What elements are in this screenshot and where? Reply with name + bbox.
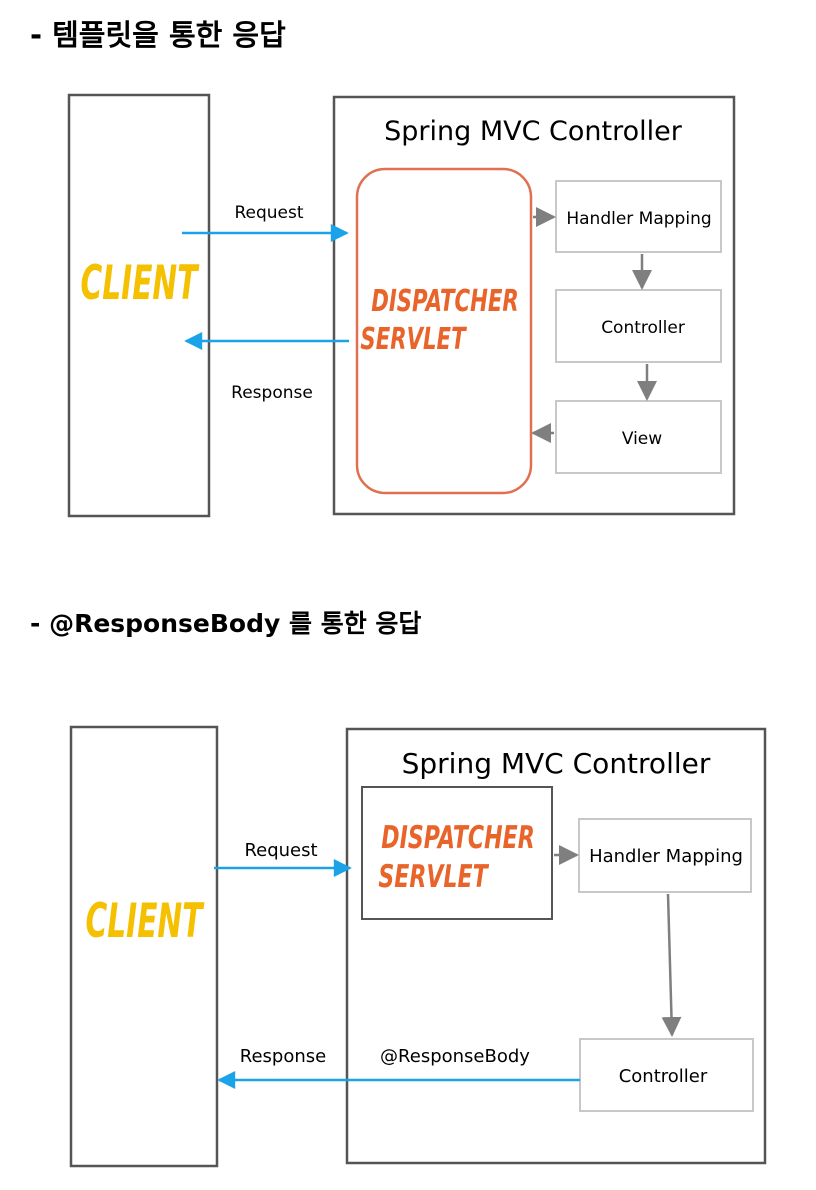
handler-mapping-box <box>578 818 752 893</box>
client-label: CLIENT <box>81 256 200 311</box>
heading-responsebody-response: - @ResponseBody 를 통한 응답 <box>30 609 422 638</box>
controller-box <box>579 1038 754 1112</box>
heading-template-response: - 템플릿을 통한 응답 <box>30 18 286 52</box>
view-box <box>555 400 722 474</box>
client-box <box>67 93 211 518</box>
controller-box <box>555 289 722 363</box>
request-label: Request <box>234 203 303 223</box>
dispatcher-label-line2: SERVLET <box>360 322 467 357</box>
handler-to-controller-arrow <box>661 893 682 1037</box>
client-box <box>69 725 219 1168</box>
dispatcher-label-line2: SERVLET <box>378 859 489 895</box>
response-label: Response <box>240 1046 326 1067</box>
handler-mapping-box <box>555 180 722 253</box>
dispatcher-label-line1: DISPATCHER <box>371 284 519 319</box>
dispatcher-servlet-box <box>355 167 533 495</box>
container-title: Spring MVC Controller <box>384 116 683 147</box>
request-label: Request <box>244 840 317 861</box>
view-label: View <box>622 429 662 449</box>
dispatcher-label-line1: DISPATCHER <box>381 820 534 856</box>
dispatcher-servlet-box <box>361 786 553 920</box>
diagram-responsebody: CLIENT Spring MVC Controller DISPATCHER … <box>69 725 767 1168</box>
handler-mapping-label: Handler Mapping <box>589 846 743 867</box>
handler-mapping-label: Handler Mapping <box>566 209 711 229</box>
container-title: Spring MVC Controller <box>402 747 711 780</box>
responsebody-label: @ResponseBody <box>380 1046 530 1067</box>
diagram-template: CLIENT Spring MVC Controller DISPATCHER … <box>67 93 736 518</box>
response-label: Response <box>231 383 313 403</box>
controller-label: Controller <box>619 1066 708 1087</box>
client-label: CLIENT <box>86 894 205 949</box>
controller-label: Controller <box>601 318 685 338</box>
